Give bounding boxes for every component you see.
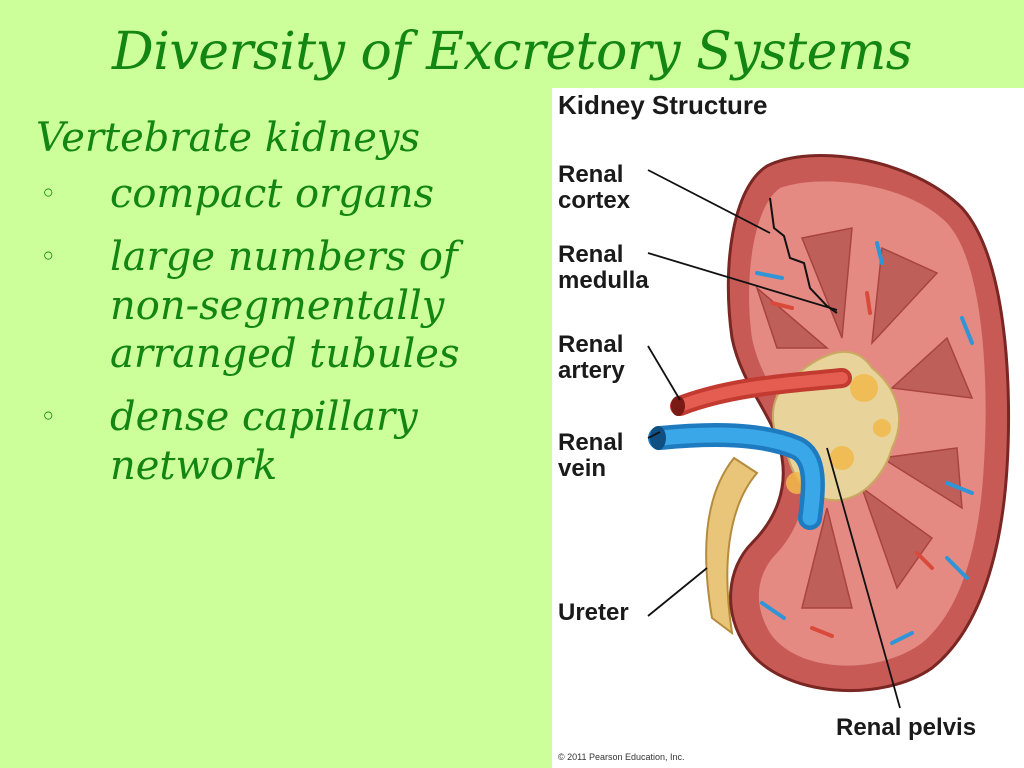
label-renal-artery: Renal artery [558, 332, 625, 384]
label-line: medulla [558, 266, 649, 294]
label-renal-cortex: Renal cortex [558, 162, 630, 214]
label-line: Renal [558, 429, 624, 456]
ureter-shape [705, 456, 759, 636]
bullet-item: ◦ compact organs [36, 170, 536, 219]
label-renal-pelvis: Renal pelvis [836, 714, 977, 741]
renal-medulla-pyramids [755, 227, 974, 609]
label-renal-vein: Renal vein [558, 430, 623, 482]
small-vessels [755, 241, 974, 645]
copyright-notice: © 2011 Pearson Education, Inc. [558, 752, 685, 762]
fat-patches [786, 374, 891, 494]
label-line: cortex [558, 186, 631, 214]
kidney-figure: Kidney Structure Renal cortex Renal medu… [552, 88, 1024, 768]
kidney-illustration [647, 154, 1011, 709]
bullet-text: compact organs [110, 171, 435, 217]
slide-content: Vertebrate kidneys ◦ compact organs ◦ la… [36, 112, 536, 505]
content-heading: Vertebrate kidneys [36, 115, 420, 161]
bullet-text: dense capillary network [110, 394, 418, 489]
bullet-marker-icon: ◦ [40, 239, 57, 273]
cortex-boundary-line [769, 197, 838, 314]
bullet-marker-icon: ◦ [40, 400, 57, 434]
slide-title: Diversity of Excretory Systems [112, 22, 912, 82]
label-renal-medulla: Renal medulla [558, 242, 649, 294]
bullet-item: ◦ dense capillary network [36, 393, 536, 491]
label-line: Renal [558, 241, 624, 268]
label-line: artery [558, 356, 625, 384]
label-line: Renal [558, 331, 624, 358]
label-line: Renal [558, 161, 624, 188]
bullet-marker-icon: ◦ [40, 177, 57, 210]
bullet-item: ◦ large numbers of non-segmentally arran… [36, 233, 536, 379]
label-line: vein [558, 454, 607, 482]
label-ureter: Ureter [558, 599, 629, 626]
leader-lines [647, 169, 901, 709]
figure-title: Kidney Structure [558, 90, 768, 120]
bullet-text: large numbers of non-segmentally arrange… [110, 233, 460, 378]
bullet-list: ◦ compact organs ◦ large numbers of non-… [36, 170, 536, 491]
